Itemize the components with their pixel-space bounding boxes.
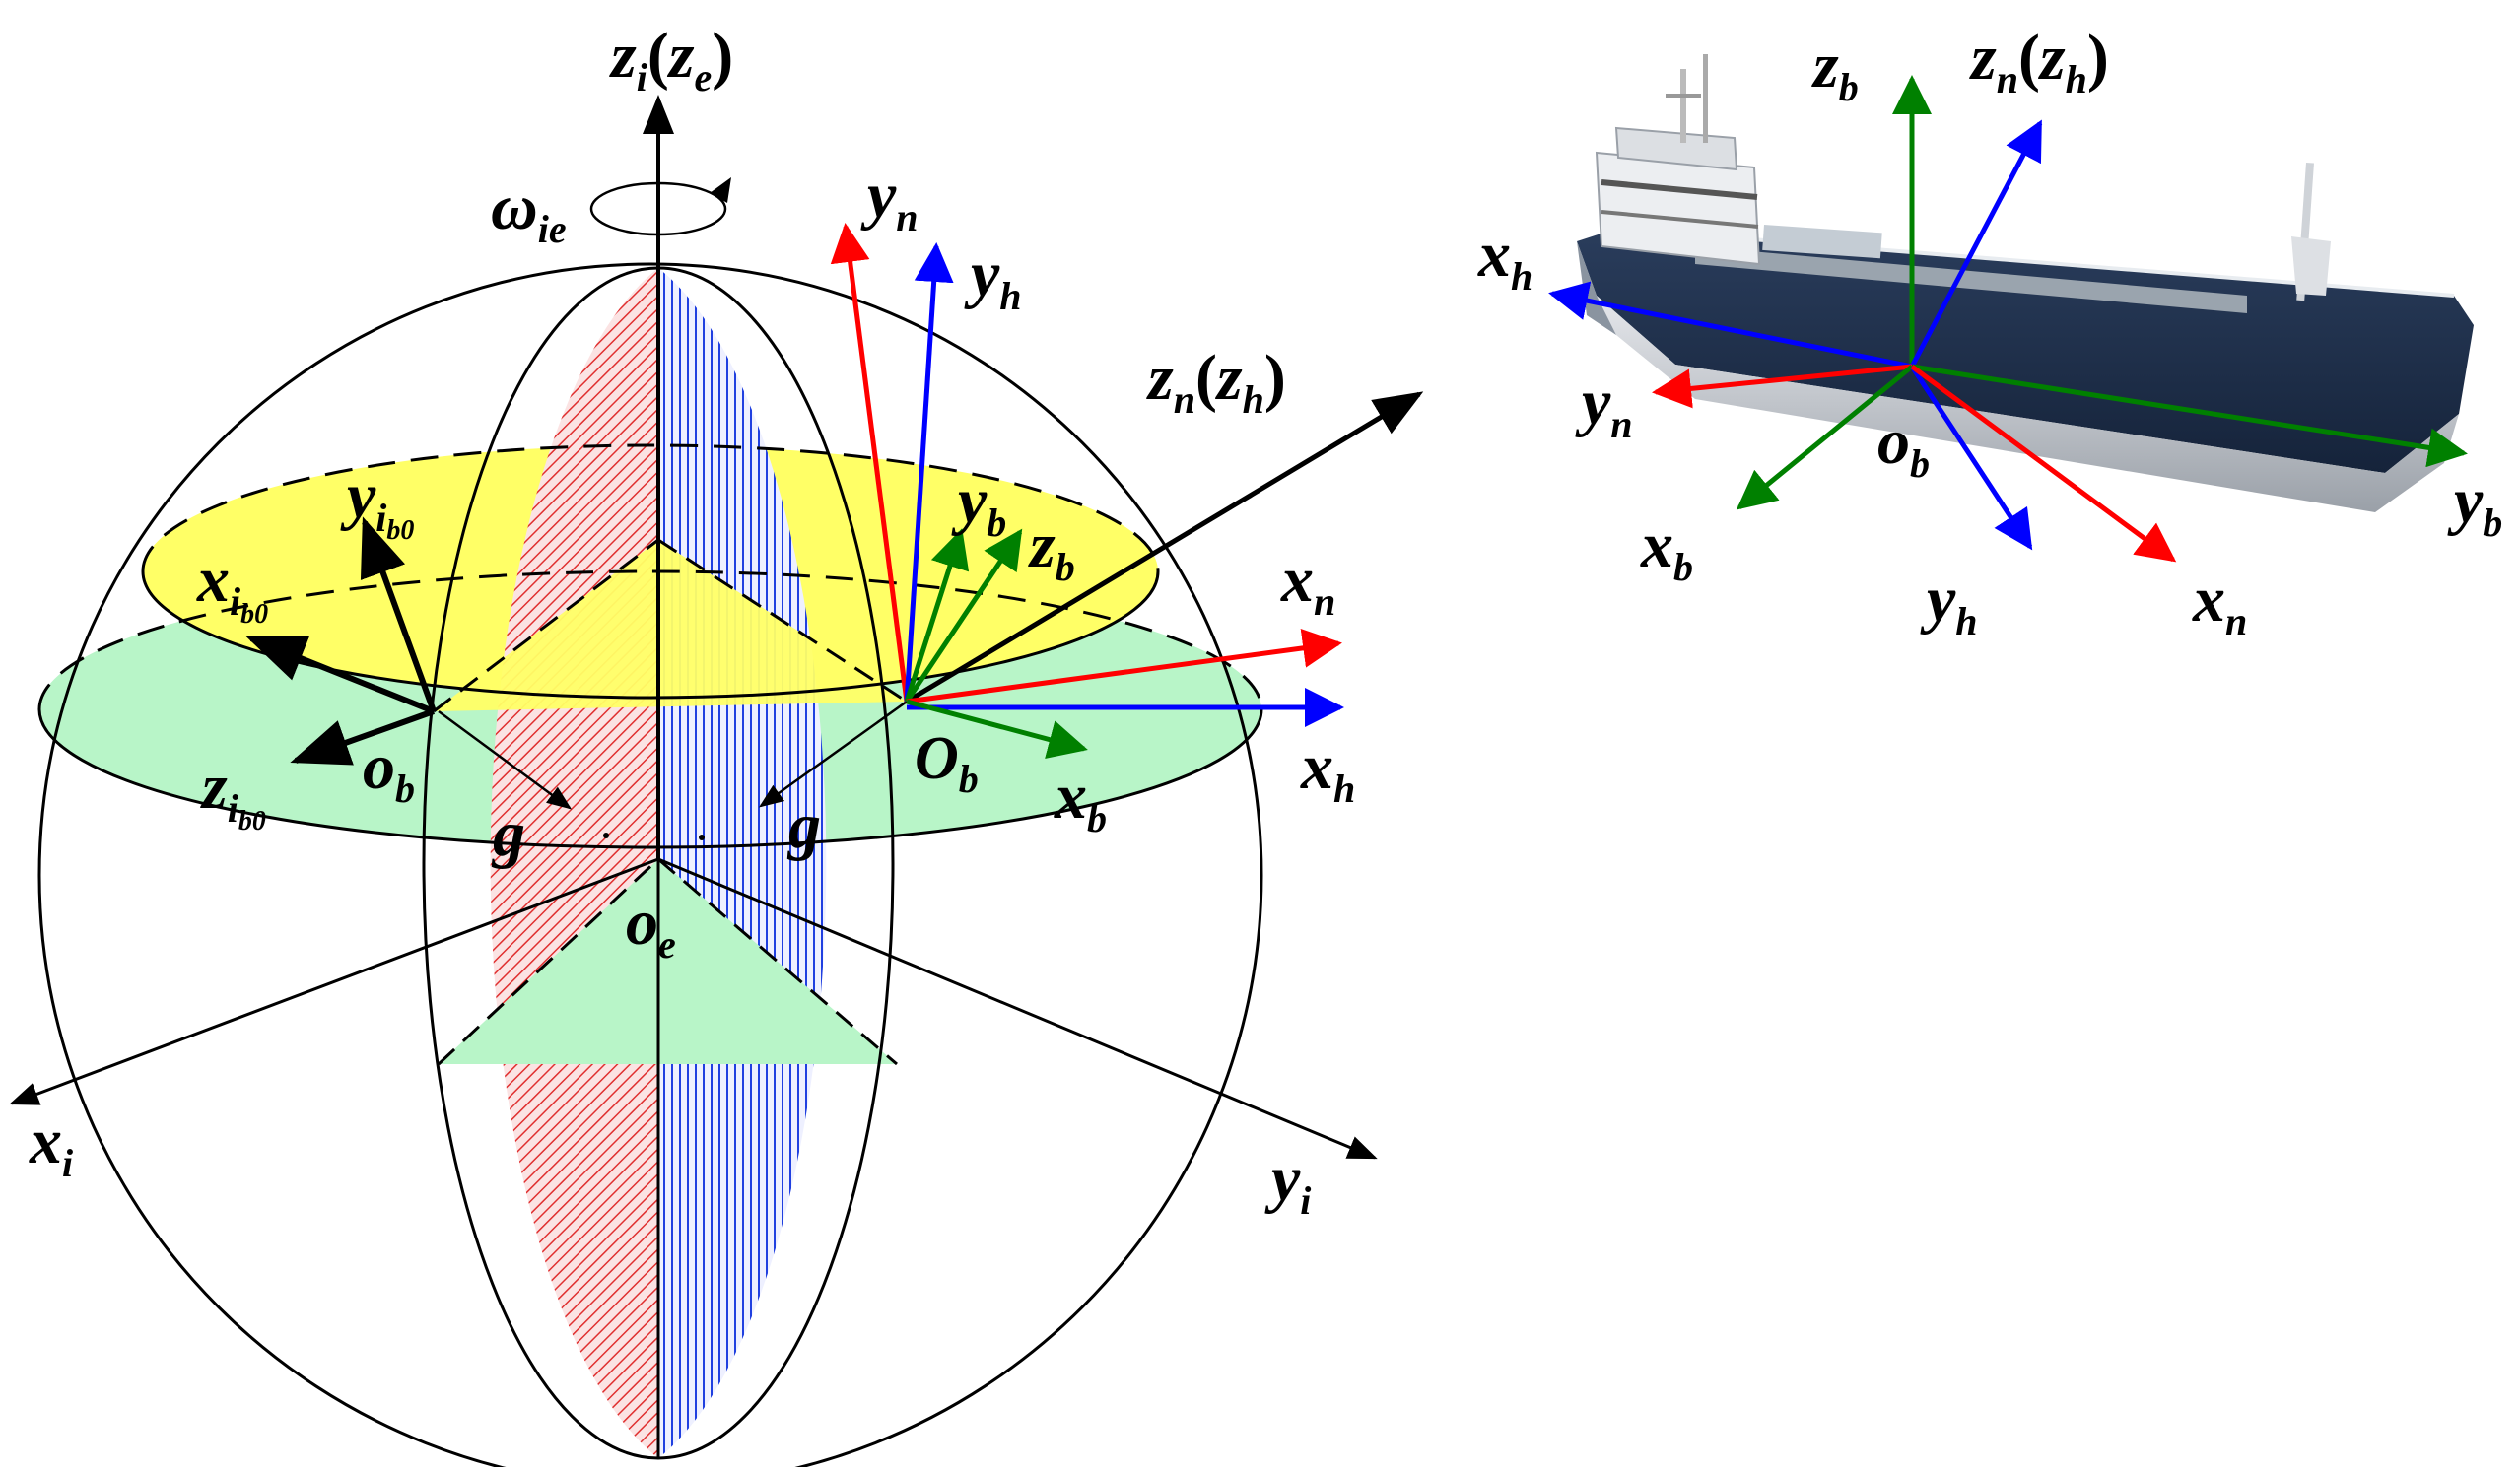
earth-sphere-outline	[37, 262, 1263, 1472]
equatorial-plane-front	[37, 708, 1263, 849]
y-n-axis-left	[830, 223, 910, 703]
svg-text:zi(ze): zi(ze)	[609, 20, 733, 100]
y-h-axis-right	[1909, 365, 2033, 551]
x-b-axis-right	[1736, 365, 1914, 510]
label-y-i: yi	[1264, 1143, 1311, 1223]
earth-sphere-group: zi(ze) ωie yn yh zn(zh) yib0 xib0 zib0 o…	[9, 20, 1424, 1472]
label-y-ib0: yib0	[340, 460, 414, 546]
z-n-axis-left	[905, 391, 1424, 704]
label-x-n-right: xn	[2192, 564, 2247, 643]
equatorial-plane-back	[37, 569, 1263, 710]
x-i-axis	[9, 857, 659, 1105]
label-y-b-left: yb	[951, 465, 1006, 545]
label-g-left: g	[491, 798, 525, 870]
label-x-i: xi	[29, 1105, 73, 1185]
x-h-axis-right	[1548, 281, 1913, 369]
gravity-left-arrow	[438, 709, 573, 810]
label-g-right: g	[786, 790, 821, 862]
label-o-b-left: ob	[363, 731, 415, 811]
label-x-h-left: xh	[1300, 731, 1355, 811]
label-o-b-ship: ob	[1877, 406, 1930, 486]
label-z-b-right: zb	[1811, 30, 1859, 109]
label-x-h-right: xh	[1477, 219, 1532, 299]
x-n-axis-right	[1910, 364, 2177, 563]
label-y-n-left: yn	[860, 160, 919, 239]
y-b-axis-right	[1911, 364, 2468, 468]
label-y-b-right: yb	[2447, 465, 2502, 545]
label-z-i-ze: zi(ze)	[609, 20, 733, 100]
y-b-axis-left	[904, 528, 970, 703]
rotation-arrow-icon	[589, 177, 731, 236]
x-b-axis-left	[906, 699, 1088, 760]
wedge-edge-c	[437, 857, 660, 1066]
label-z-b-left: zb	[1028, 509, 1075, 589]
wedge-edge-d	[657, 857, 898, 1066]
label-z-n-zh-left: zn(zh)	[1146, 342, 1286, 422]
label-z-n-zh-right: zn(zh)	[1969, 22, 2109, 101]
z-ib0-axis	[290, 708, 436, 766]
label-y-h-right: yh	[1920, 564, 1978, 643]
x-n-axis-left	[906, 628, 1342, 704]
y-h-axis-left	[904, 242, 954, 703]
label-o-e: oe	[626, 887, 676, 967]
y-ib0-axis	[360, 516, 437, 713]
y-n-axis-right	[1652, 364, 1913, 409]
label-x-n-left: xn	[1280, 544, 1335, 624]
label-omega-ie: ωie	[491, 171, 567, 251]
label-o-b-right: Ob	[915, 725, 979, 801]
wedge-edge-a	[433, 538, 659, 713]
local-plane-back	[141, 443, 1160, 572]
label-y-h-left: yh	[964, 238, 1022, 318]
x-ib0-axis	[245, 636, 436, 714]
label-z-ib0: zib0	[200, 751, 266, 836]
label-y-n-right: yn	[1575, 367, 1633, 446]
ship-frame-axes	[1548, 75, 2468, 563]
z-b-axis-left	[904, 528, 1023, 703]
upper-wedge	[434, 540, 907, 711]
svg-text:zn(zh): zn(zh)	[1146, 342, 1286, 422]
ship-frame-labels: zb zn(zh) xh yn ob yb xb yh xn	[1477, 22, 2502, 643]
gravity-right-arrow	[758, 700, 908, 808]
wedge-edge-b	[657, 538, 908, 703]
lower-wedge	[439, 859, 897, 1064]
meridian-red-half	[490, 268, 658, 1458]
z-n-axis-right	[1909, 119, 2043, 368]
svg-text:zn(zh): zn(zh)	[1969, 22, 2109, 101]
label-x-b-left: xb	[1054, 761, 1107, 840]
y-i-axis	[657, 857, 1378, 1160]
tanker-ship-icon	[1577, 54, 2474, 512]
label-x-ib0: xib0	[196, 544, 268, 630]
label-x-b-right: xb	[1640, 509, 1693, 589]
local-plane-front	[141, 570, 1160, 700]
